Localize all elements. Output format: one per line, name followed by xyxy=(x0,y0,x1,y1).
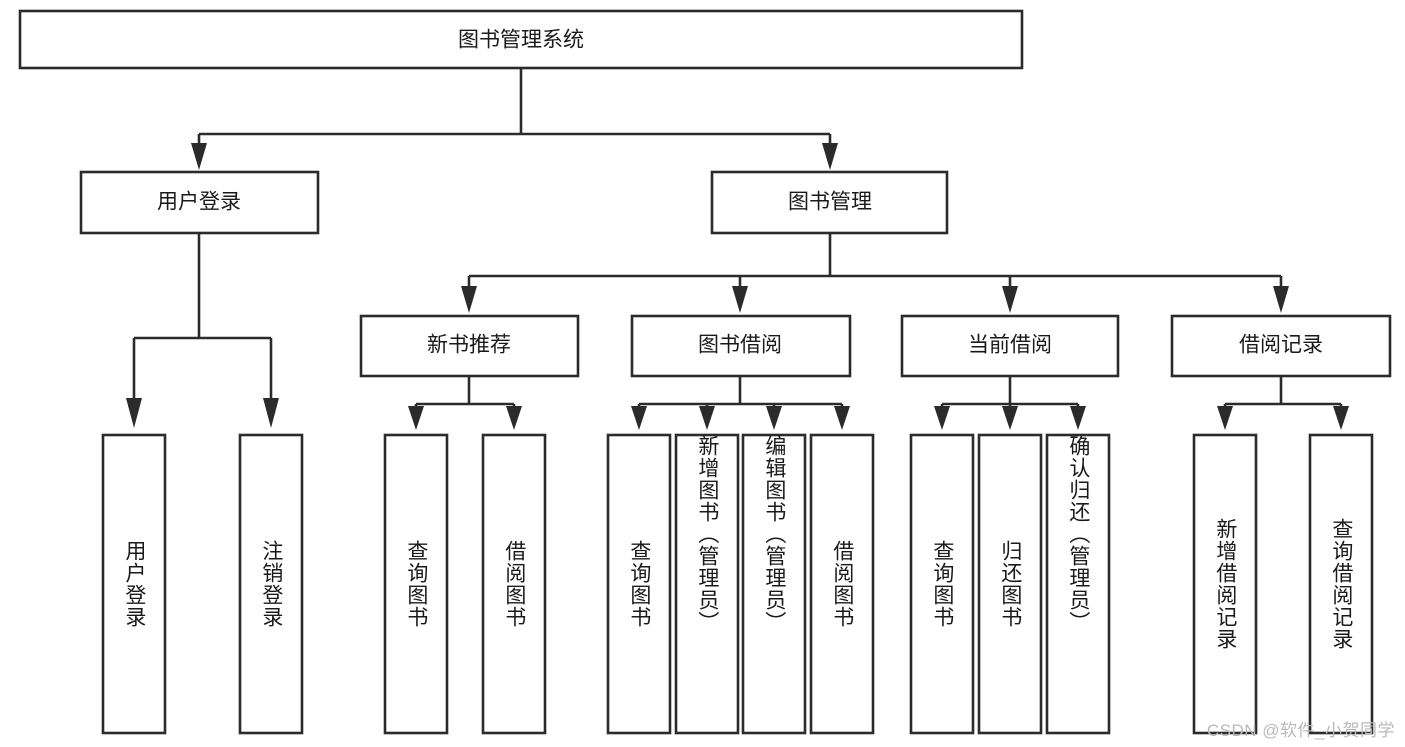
arrow-head-icon xyxy=(263,398,279,428)
node-user-login-label: 用户登录 xyxy=(157,191,241,214)
connector-bookborrow-to-leaves xyxy=(631,376,850,430)
arrow-head-icon xyxy=(126,398,142,428)
node-current-borrow-box[interactable] xyxy=(900,314,1120,378)
arrow-head-icon xyxy=(1070,406,1086,430)
leaf-box-edit-book[interactable] xyxy=(741,433,807,735)
connector-borrowrecord-to-leaves xyxy=(1217,376,1349,430)
leaf-box-borrow-book-1[interactable] xyxy=(481,433,547,735)
node-new-book-recommend[interactable]: 新书推荐 xyxy=(359,314,580,378)
arrow-head-icon xyxy=(1002,406,1018,430)
arrow-head-icon xyxy=(1002,286,1018,313)
leaf-box-add-book[interactable] xyxy=(674,433,740,735)
node-book-borrow-label: 图书借阅 xyxy=(698,334,782,357)
leaf-box-add-record[interactable] xyxy=(1192,433,1258,735)
arrow-head-icon xyxy=(506,406,522,430)
node-book-manage[interactable]: 图书管理 xyxy=(710,170,949,235)
arrow-head-icon xyxy=(191,143,207,170)
connector-newbook-to-leaves xyxy=(408,376,522,430)
leaf-box-user-login[interactable] xyxy=(101,433,167,735)
node-book-manage-label: 图书管理 xyxy=(788,191,872,214)
node-root[interactable]: 图书管理系统 xyxy=(18,9,1024,70)
connector-userlogin-to-leaves xyxy=(126,234,279,428)
node-root-label: 图书管理系统 xyxy=(458,29,584,52)
arrow-head-icon xyxy=(408,406,424,430)
arrow-head-icon xyxy=(822,143,838,170)
leaf-box-return-book[interactable] xyxy=(977,433,1043,735)
node-root-box[interactable] xyxy=(18,9,1024,70)
leaf-box-confirm-return[interactable] xyxy=(1045,433,1111,735)
leaf-box-logout[interactable] xyxy=(238,433,304,735)
connector-bookmanage-to-level3 xyxy=(461,234,1289,313)
node-current-borrow-label: 当前借阅 xyxy=(968,334,1052,357)
arrow-head-icon xyxy=(766,406,782,430)
leaf-box-query-book-1[interactable] xyxy=(383,433,449,735)
arrow-head-icon xyxy=(934,406,950,430)
node-book-manage-box[interactable] xyxy=(710,170,949,235)
node-new-book-recommend-box[interactable] xyxy=(359,314,580,378)
node-borrow-record[interactable]: 借阅记录 xyxy=(1170,314,1392,378)
arrow-head-icon xyxy=(1217,406,1233,430)
node-current-borrow[interactable]: 当前借阅 xyxy=(900,314,1120,378)
connector-currentborrow-to-leaves xyxy=(934,376,1086,430)
node-new-book-recommend-label: 新书推荐 xyxy=(427,334,511,357)
node-user-login-box[interactable] xyxy=(79,170,320,235)
arrow-head-icon xyxy=(1273,286,1289,313)
connector-root-to-level2 xyxy=(191,69,838,170)
arrow-head-icon xyxy=(631,406,647,430)
node-borrow-record-box[interactable] xyxy=(1170,314,1392,378)
csdn-watermark: CSDN @软件_小贺同学 xyxy=(1206,721,1395,740)
arrow-head-icon xyxy=(834,406,850,430)
leaf-box-query-book-3[interactable] xyxy=(909,433,975,735)
node-borrow-record-label: 借阅记录 xyxy=(1239,334,1323,357)
node-book-borrow[interactable]: 图书借阅 xyxy=(630,314,852,378)
leaf-box-query-book-2[interactable] xyxy=(606,433,672,735)
arrow-head-icon xyxy=(1333,406,1349,430)
leaf-box-query-record[interactable] xyxy=(1308,433,1374,735)
node-user-login[interactable]: 用户登录 xyxy=(79,170,320,235)
leaf-box-borrow-book-2[interactable] xyxy=(809,433,875,735)
arrow-head-icon xyxy=(699,406,715,430)
arrow-head-icon xyxy=(461,286,477,313)
arrow-head-icon xyxy=(732,286,748,313)
node-book-borrow-box[interactable] xyxy=(630,314,852,378)
